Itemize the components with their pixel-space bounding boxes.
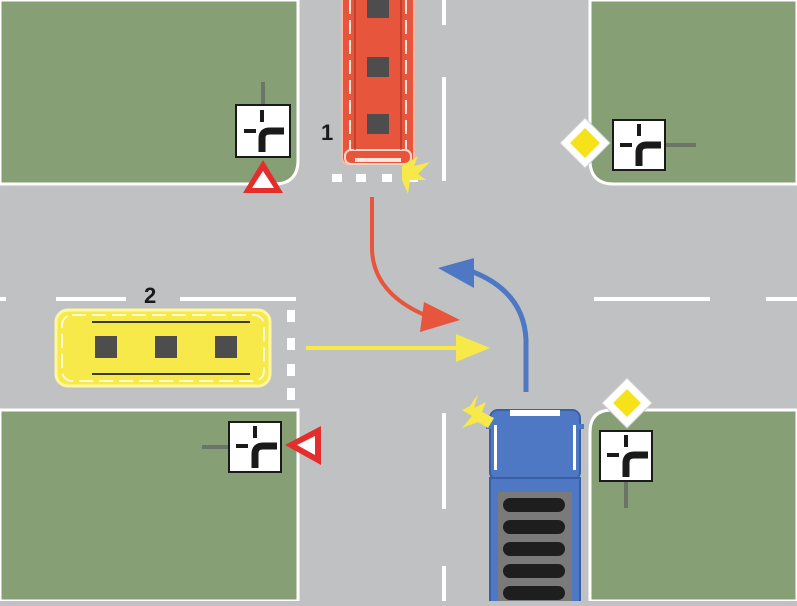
priority-road-direction-icon xyxy=(236,426,277,468)
sign-south-west xyxy=(202,421,321,473)
turn-signal-icon xyxy=(462,394,494,428)
sign-north-east xyxy=(559,117,696,171)
priority-road-direction-icon xyxy=(607,435,648,477)
priority-road-icon xyxy=(559,117,611,169)
sign-north-west xyxy=(235,82,291,193)
priority-road-direction-icon xyxy=(244,110,284,152)
vehicle-2-path-arrow xyxy=(306,334,490,362)
vehicle-2-yellow-bus xyxy=(54,308,272,388)
turn-signal-icon xyxy=(402,156,430,194)
vehicle-1-red-bus xyxy=(341,0,415,165)
yield-sign-icon xyxy=(243,160,283,193)
priority-road-icon xyxy=(601,377,653,429)
priority-road-direction-icon xyxy=(620,124,661,166)
vehicle-3-blue-truck xyxy=(486,409,584,606)
vehicle-1-label: 1 xyxy=(321,120,334,145)
vehicle-1-path-arrow xyxy=(370,197,460,332)
yield-sign-icon xyxy=(285,426,321,465)
vehicle-2-label: 2 xyxy=(144,283,157,308)
sign-south-east xyxy=(599,377,653,508)
vehicle-3-path-arrow xyxy=(438,258,529,392)
